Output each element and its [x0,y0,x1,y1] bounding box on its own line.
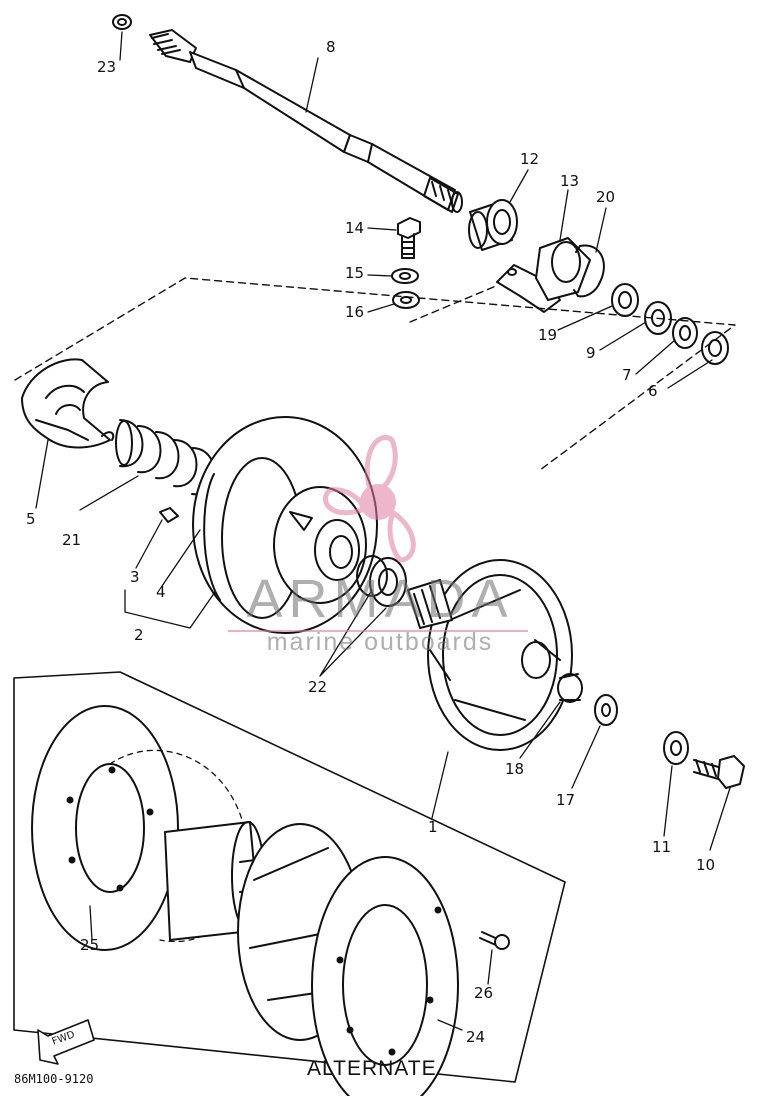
part-3-key [159,507,179,523]
callout-21: 21 [62,531,82,549]
propeller-logo-icon [323,435,416,563]
callout-20: 20 [596,188,616,206]
callout-12: 12 [520,150,540,168]
leader-lines [35,31,731,851]
callout-19: 19 [538,326,558,344]
part-21-spring [101,419,216,496]
part-16-washer [392,291,420,309]
callout-6: 6 [648,382,658,400]
callout-7: 7 [622,366,632,384]
callout-9: 9 [586,344,596,362]
callout-13: 13 [560,172,580,190]
callout-15: 15 [345,264,365,282]
callout-23: 23 [97,58,117,76]
part-14-bolt [397,217,421,259]
part-13-bearing-housing [496,237,591,313]
leader-lines-lower [89,905,493,1031]
part-17-washer [594,694,618,726]
callout-25: 25 [80,936,100,954]
part-2-movable-sheave [192,416,378,634]
callout-3: 3 [130,568,140,586]
watermark-divider [228,630,528,632]
part-19-washer [611,283,639,317]
callout-22: 22 [308,678,328,696]
part-18-collar [557,673,583,703]
part-20-circlip [573,244,605,298]
part-10-bolt [693,755,745,789]
fwd-arrow-icon [37,1019,95,1065]
part-8-shaft [149,29,463,213]
alternate-box [13,671,566,1083]
diagram-code: 86M100-9120 [14,1072,94,1086]
part-11-washer [663,731,689,765]
callout-16: 16 [345,303,365,321]
part-12-bearing [468,199,518,251]
part-15-lock-washer [391,268,419,284]
callout-14: 14 [345,219,365,237]
callout-10: 10 [696,856,716,874]
callout-2: 2 [134,626,144,644]
dashed-leaders-upper [14,277,736,471]
callout-4: 4 [156,583,166,601]
callout-17: 17 [556,791,576,809]
part-23-nut [112,14,132,30]
part-1-fixed-sheave [407,559,573,751]
part-22-spacer [356,555,407,607]
part-6-washer [701,331,729,365]
part-24-sheave-disc [237,823,459,1096]
part-26-screw [479,931,510,950]
callout-1: 1 [428,818,438,836]
callout-11: 11 [652,838,672,856]
section-title: ALTERNATE [307,1057,437,1080]
callout-18: 18 [505,760,525,778]
part-5-slider [21,358,111,449]
part-7-washer [672,317,698,349]
callout-24: 24 [466,1028,486,1046]
callout-26: 26 [474,984,494,1002]
callout-5: 5 [26,510,36,528]
callout-8: 8 [326,38,336,56]
